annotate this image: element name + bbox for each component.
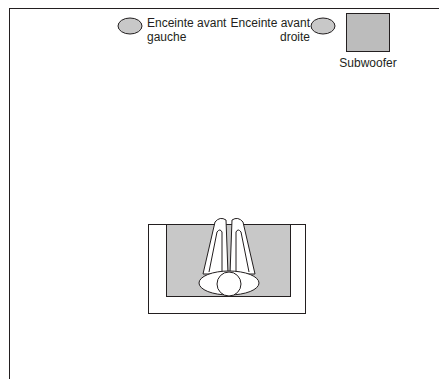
front-right-speaker-outline [311,18,335,34]
right-leg [230,218,255,274]
left-leg-inner [209,230,222,272]
speaker-label: Enceinte avant droite [222,16,310,44]
front-left-speaker-outline [118,18,142,34]
listener-figure [199,218,259,296]
head [217,272,241,296]
shoulders [199,271,259,295]
speaker-label: Enceinte avant gauche [147,16,235,44]
front-left-speaker: Enceinte avant gauche [117,15,235,44]
subwoofer-shape [345,12,391,53]
subwoofer-outline [347,14,390,52]
front-right-speaker-shape [310,17,336,35]
sofa-seat [167,225,291,297]
subwoofer: Subwoofer [336,12,400,70]
front-right-speaker: Enceinte avant droite [222,15,336,44]
room-wall [9,8,439,9]
speaker-label: Subwoofer [336,56,400,70]
right-leg-inner [236,230,249,272]
left-leg [203,218,228,274]
room-wall [9,8,10,379]
front-left-speaker-shape [117,17,143,35]
